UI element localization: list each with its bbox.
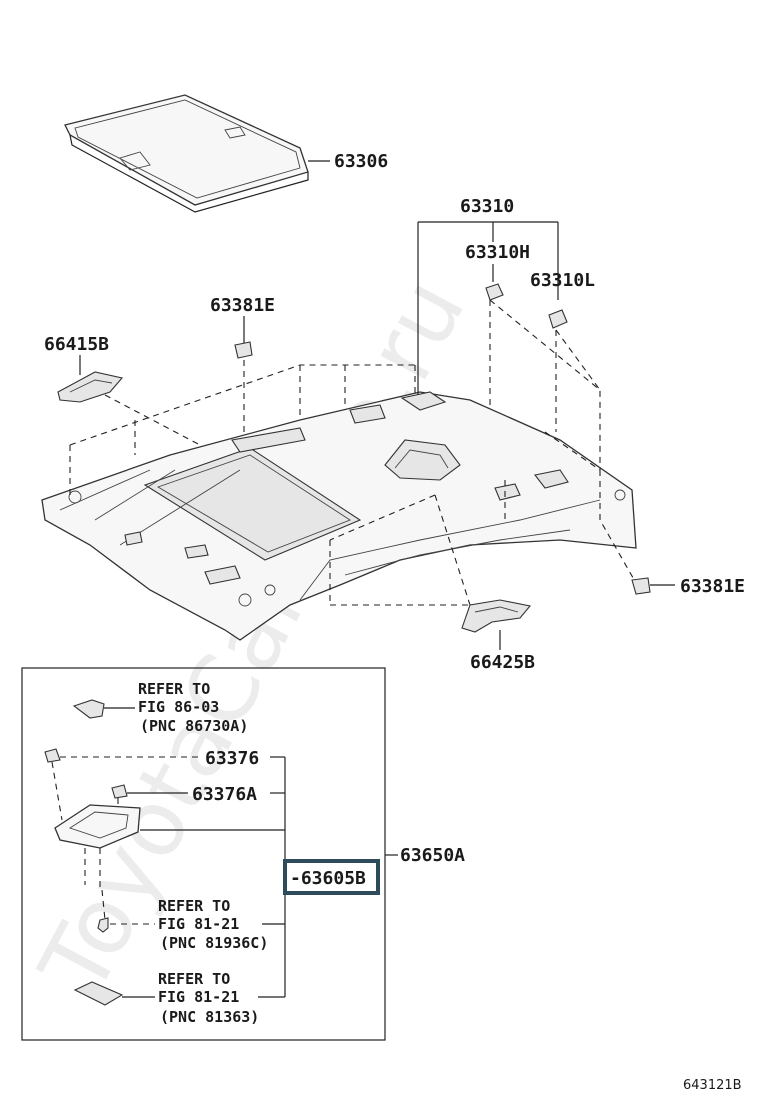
figure-number: 643121B — [683, 1078, 742, 1093]
sunshade-part[interactable] — [64, 94, 309, 213]
ref2-line1: REFER TO — [158, 897, 230, 915]
label-63376[interactable]: 63376 — [205, 748, 259, 769]
clip-upper-part[interactable] — [234, 341, 253, 359]
label-63605b-text: 63605B — [301, 868, 366, 889]
headliner-part[interactable] — [41, 391, 637, 641]
ref3-line1: REFER TO — [158, 970, 230, 988]
handle-clip-lh[interactable] — [548, 309, 568, 329]
ref1-line2[interactable]: FIG 86-03 — [138, 698, 219, 716]
ref1-line1: REFER TO — [138, 680, 210, 698]
ref2-line2[interactable]: FIG 81-21 — [158, 915, 239, 933]
ref3-line3: (PNC 81363) — [160, 1008, 259, 1026]
bracket-lower-part[interactable] — [461, 599, 532, 633]
ref3-line2[interactable]: FIG 81-21 — [158, 988, 239, 1006]
handle-clip-rh[interactable] — [485, 283, 504, 301]
ref2-line3: (PNC 81936C) — [160, 934, 268, 952]
label-63605b[interactable]: -63605B — [290, 868, 366, 889]
clip-b-part[interactable] — [111, 784, 128, 799]
ref2-part[interactable] — [97, 917, 109, 933]
label-63310l[interactable]: 63310L — [530, 270, 595, 291]
label-63381e-upper[interactable]: 63381E — [210, 295, 275, 316]
console-lamp-part[interactable] — [54, 804, 141, 849]
label-63381e-right[interactable]: 63381E — [680, 576, 745, 597]
clip-right-part[interactable] — [631, 577, 651, 595]
label-63310[interactable]: 63310 — [460, 196, 514, 217]
label-63376a[interactable]: 63376A — [192, 784, 257, 805]
label-66425b[interactable]: 66425B — [470, 652, 535, 673]
ref1-line3: (PNC 86730A) — [140, 717, 248, 735]
ref3-part[interactable] — [73, 981, 124, 1006]
label-66415b[interactable]: 66415B — [44, 334, 109, 355]
label-63310h[interactable]: 63310H — [465, 242, 530, 263]
label-63650a[interactable]: 63650A — [400, 845, 465, 866]
clip-a-part[interactable] — [44, 748, 61, 763]
console-subassembly-box — [21, 667, 386, 1041]
ref1-part[interactable] — [72, 699, 105, 719]
bracket-left-part[interactable] — [57, 371, 124, 403]
highlight-box — [283, 859, 380, 895]
label-63306[interactable]: 63306 — [334, 151, 388, 172]
watermark-text: ToyotaCarWire.ru — [19, 262, 485, 1011]
